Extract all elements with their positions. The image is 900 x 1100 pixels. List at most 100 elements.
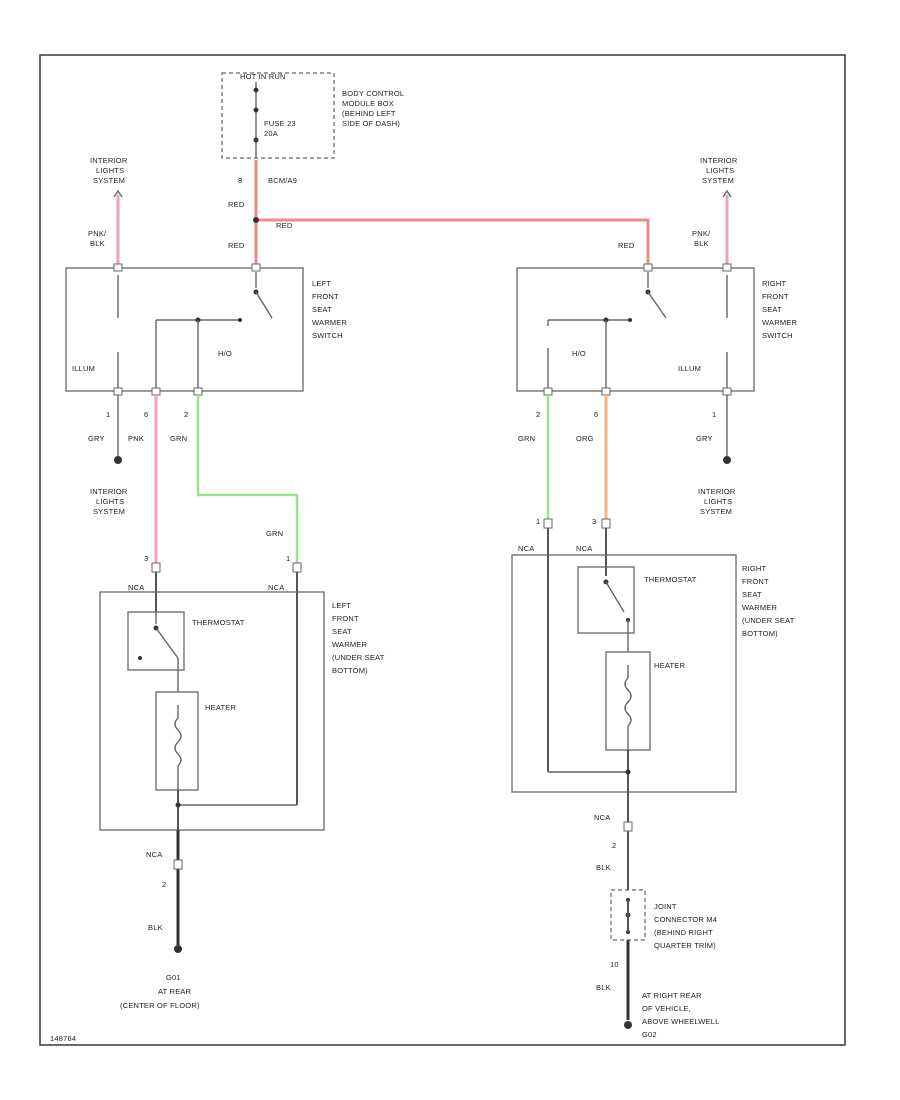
right-pin-2: 2 [536,410,540,419]
body-control-module: HOT IN RUN FUSE 23 20A BODY CONTROL MODU… [221,72,404,230]
right-interior-top-1: INTERIOR [700,156,738,165]
joint-label-3: (BEHIND RIGHT [654,928,713,937]
right-warmer-name-6: BOTTOM) [742,629,778,638]
red-cross-wire [256,218,650,268]
right-ground-dot [624,1021,632,1029]
left-warmer-name-5: (UNDER SEAT [332,653,385,662]
left-switch-name-3: SEAT [312,305,332,314]
left-heater-pin-1: 1 [286,554,290,563]
right-interior-bot-3: SYSTEM [700,507,732,516]
left-pin-1: 1 [106,410,110,419]
left-ground-dot [174,945,182,953]
left-warmer-name-1: LEFT [332,601,351,610]
left-illum-label: ILLUM [72,364,95,373]
right-switch-name-2: FRONT [762,292,789,301]
right-ground-pin2: 10 [610,960,619,969]
left-switch-group: INTERIOR LIGHTS SYSTEM PNK/ BLK RED ILLU… [65,156,347,565]
right-warmer-name-5: (UNDER SEAT [742,616,795,625]
right-thermostat [577,566,635,634]
right-warmer-name-3: SEAT [742,590,762,599]
module-label-2: MODULE BOX [342,99,394,108]
right-ground-pin: 2 [612,841,616,850]
right-warmer-name-2: FRONT [742,577,769,586]
left-seat-warmer-switch [65,267,304,392]
left-ground-nca: NCA [146,850,162,859]
left-interior-top-3: SYSTEM [93,176,125,185]
joint-label-1: JOINT [654,902,677,911]
right-warmer-name-4: WARMER [742,603,777,612]
right-nca-1: NCA [518,544,534,553]
left-ho-label: H/O [218,349,232,358]
right-interior-top-2: LIGHTS [706,166,734,175]
right-pnk-label-1: PNK/ [692,229,711,238]
right-illum-ground-dot [723,456,731,464]
right-thermostat-label: THERMOSTAT [644,575,697,584]
right-pnk-label-2: BLK [694,239,709,248]
left-heater-pin-3: 3 [144,554,148,563]
left-switch-name-5: SWITCH [312,331,343,340]
left-ground-name-2: AT REAR [158,987,192,996]
left-interior-bot-2: LIGHTS [96,497,124,506]
left-ground-blk: BLK [148,923,163,932]
right-warmer-name-1: RIGHT [742,564,767,573]
right-ground-name-4: G02 [642,1030,657,1039]
left-pnk-label-2: BLK [90,239,105,248]
left-nca-1: NCA [128,583,144,592]
left-wire-grn: GRN [170,434,187,443]
left-ground-name-3: (CENTER OF FLOOR) [120,1001,200,1010]
left-interior-top-2: LIGHTS [96,166,124,175]
left-grn-label: GRN [266,529,283,538]
right-interior-top-3: SYSTEM [702,176,734,185]
left-heater [155,691,199,791]
diagram-frame [39,54,846,1046]
left-switch-name-2: FRONT [312,292,339,301]
right-nca-2: NCA [576,544,592,553]
left-green-heater-wire [196,395,299,565]
fuse-label-1: FUSE 23 [264,119,296,128]
right-seat-warmer [511,554,737,793]
right-ground-name-2: OF VEHICLE, [642,1004,691,1013]
right-seat-warmer-group: 1 3 NCA NCA THERMOSTAT HEATER RIGHT FRON… [511,517,795,1039]
right-ho-label: H/O [572,349,586,358]
right-ground-name-3: ABOVE WHEELWELL [642,1017,719,1026]
right-heater-element [624,665,632,750]
right-heater-pin-1: 1 [536,517,540,526]
splice-dot [253,217,259,223]
module-label-3: (BEHIND LEFT [342,109,396,118]
right-interior-bot-2: LIGHTS [704,497,732,506]
left-warmer-name-3: SEAT [332,627,352,636]
joint-label-2: CONNECTOR M4 [654,915,717,924]
right-ground-blk: BLK [596,863,611,872]
left-switch-red-label: RED [228,241,245,250]
module-label-4: SIDE OF DASH) [342,119,400,128]
fuse-label-2: 20A [264,129,278,138]
right-heater-pin-3: 3 [592,517,596,526]
left-wire-gry: GRY [88,434,105,443]
right-pin-1: 1 [712,410,716,419]
left-interior-bot-3: SYSTEM [93,507,125,516]
left-interior-top-1: INTERIOR [90,156,128,165]
pin-8-label: 8 [238,176,242,185]
right-wire-grn: GRN [518,434,535,443]
right-switch-name-4: WARMER [762,318,797,327]
left-pin-2: 2 [184,410,188,419]
left-pnk-label-1: PNK/ [88,229,107,238]
splice-red-label: RED [276,221,293,230]
right-heater-label: HEATER [654,661,685,670]
right-switch-name-3: SEAT [762,305,782,314]
left-warmer-name-6: BOTTOM) [332,666,368,675]
left-nca-2: NCA [268,583,284,592]
joint-label-4: QUARTER TRIM) [654,941,716,950]
right-switch-group: INTERIOR LIGHTS SYSTEM PNK/ BLK RED ILLU… [516,156,797,520]
right-ground-blk2: BLK [596,983,611,992]
hot-in-run-label: HOT IN RUN [240,72,286,81]
left-illum-ground-dot [114,456,122,464]
left-seat-warmer-group: 3 1 NCA NCA THERMOSTAT HEATER LEFT FRONT… [99,554,385,1010]
left-pin-6: 6 [144,410,148,419]
left-ground-pin: 2 [162,880,166,889]
right-ground-name-1: AT RIGHT REAR [642,991,702,1000]
left-thermostat-label: THERMOSTAT [192,618,245,627]
left-seat-warmer [99,591,325,831]
left-interior-bot-1: INTERIOR [90,487,128,496]
